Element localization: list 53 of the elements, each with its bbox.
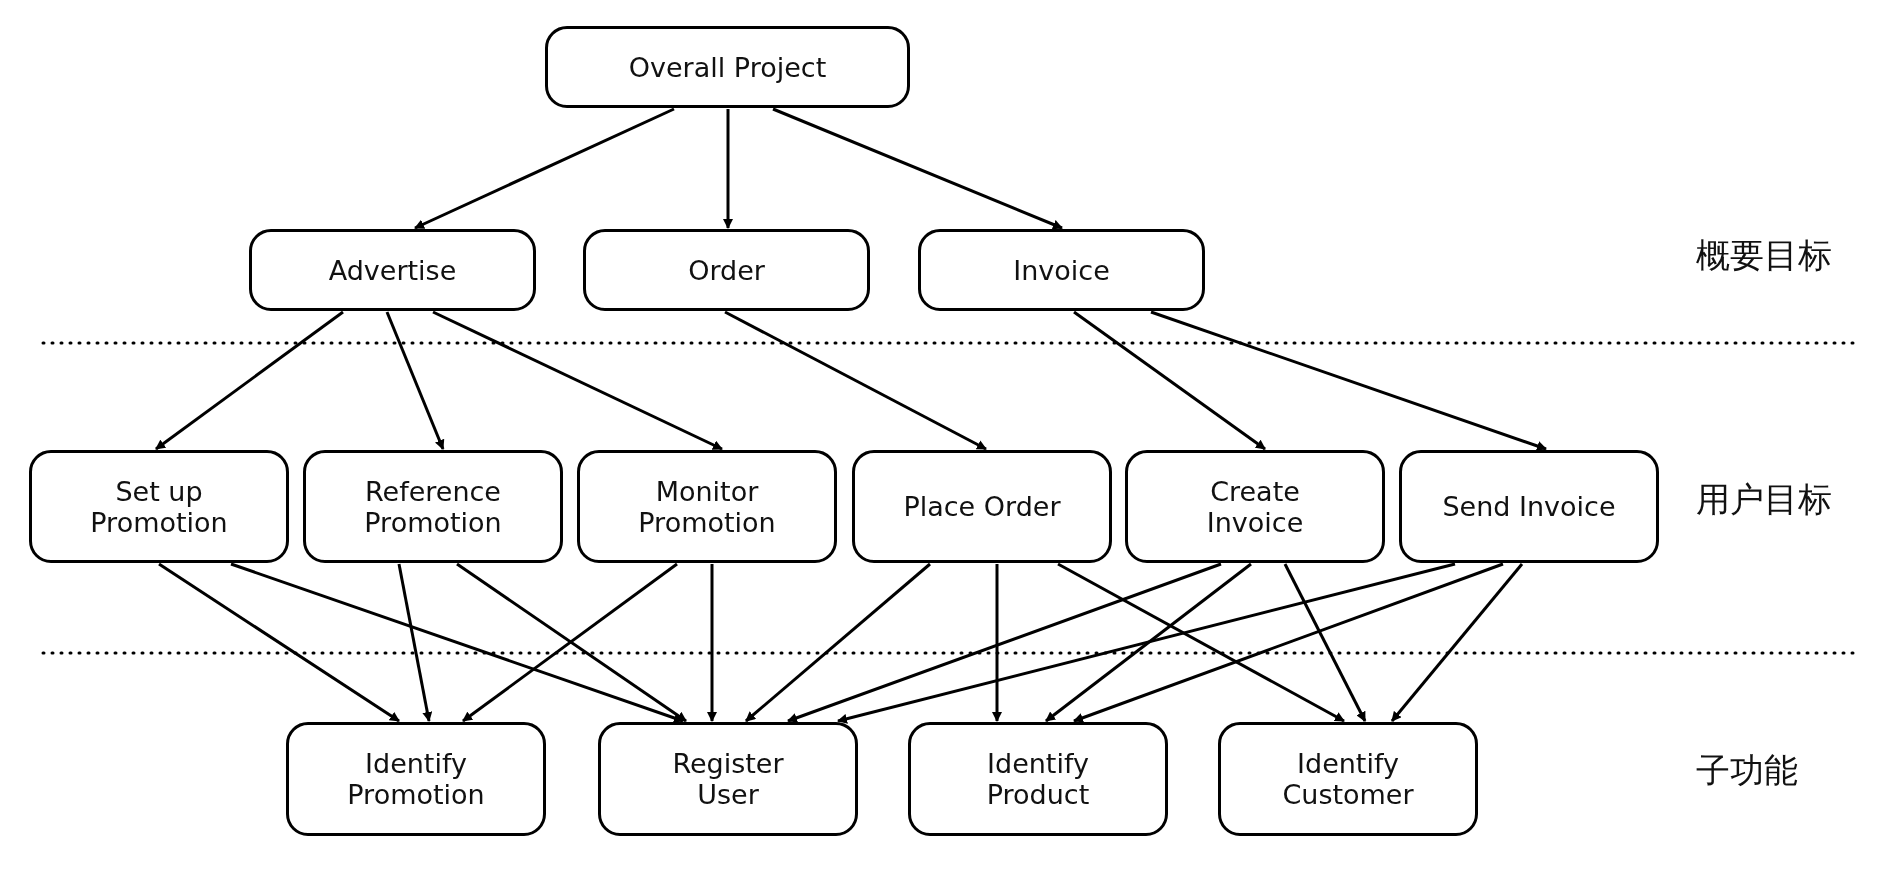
arrow [397, 563, 433, 722]
arrow [724, 310, 987, 451]
arrow [432, 310, 723, 451]
arrow [707, 564, 717, 722]
arrow [992, 564, 1002, 722]
node-label: Advertise [328, 254, 457, 286]
node-label: Identify Promotion [346, 748, 486, 810]
process-box [583, 229, 870, 311]
level-label: 子功能 [1696, 749, 1798, 792]
arrow [1150, 310, 1547, 451]
process-box [29, 450, 289, 563]
arrow [230, 562, 684, 723]
process-box [598, 722, 858, 836]
process-box [303, 450, 563, 563]
arrow [787, 562, 1222, 723]
node-label: Monitor Promotion [637, 475, 777, 538]
process-box [286, 722, 546, 836]
arrow [837, 562, 1456, 724]
arrow [1073, 310, 1266, 451]
node-label: Reference Promotion [363, 475, 503, 538]
node-label: Set up Promotion [89, 475, 229, 538]
node-label: Order [688, 254, 765, 286]
process-box [577, 450, 837, 563]
arrow [1073, 562, 1504, 723]
node-label: Send Invoice [1442, 491, 1616, 522]
level-label: 概要目标 [1696, 234, 1832, 277]
process-box [918, 229, 1205, 311]
process-box [1399, 450, 1659, 563]
arrow [723, 109, 733, 229]
node-label: Register User [671, 748, 785, 810]
node-label: Invoice [1013, 254, 1110, 286]
arrow [745, 562, 931, 723]
arrow [414, 107, 675, 230]
process-box [249, 229, 536, 311]
node-label: Identify Product [985, 748, 1091, 810]
arrow [385, 311, 445, 450]
arrow [1045, 562, 1252, 723]
process-box [1218, 722, 1478, 836]
arrow [155, 310, 344, 451]
process-box [852, 450, 1112, 563]
process-box [545, 26, 910, 108]
arrow [772, 107, 1063, 230]
arrow [1283, 563, 1367, 722]
node-label: Create Invoice [1205, 475, 1305, 538]
process-box [1125, 450, 1385, 563]
arrow [1057, 562, 1345, 723]
process-box [908, 722, 1168, 836]
node-label: Overall Project [628, 51, 827, 83]
arrow [1390, 563, 1524, 722]
level-label: 用户目标 [1696, 478, 1832, 521]
node-label: Identify Customer [1281, 748, 1415, 810]
node-label: Place Order [903, 491, 1061, 522]
arrow [158, 562, 400, 723]
